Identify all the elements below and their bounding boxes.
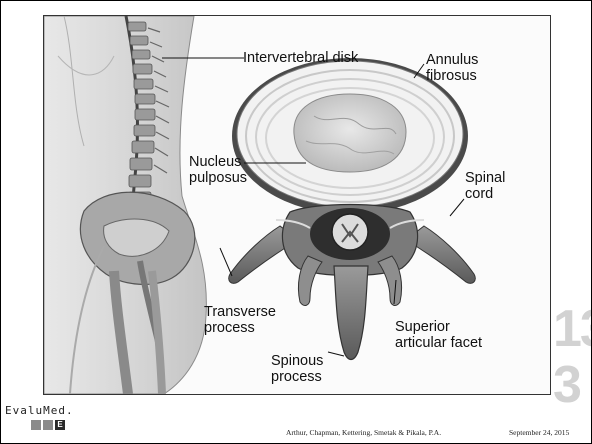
footer-date: September 24, 2015 [509, 428, 569, 437]
label-intervertebral-disk: Intervertebral disk [243, 50, 358, 66]
label-spinal-cord: Spinal cord [465, 170, 505, 202]
logo-text: EvaluMed. [5, 404, 74, 417]
logo-block [43, 420, 53, 430]
slide-number: 13 3 [553, 301, 592, 413]
label-annulus-fibrosus: Annulus fibrosus [426, 52, 478, 84]
label-transverse-process: Transverse process [204, 304, 276, 336]
footer-authors: Arthur, Chapman, Kettering, Smetak & Pik… [286, 428, 441, 437]
spine-anatomy-illustration: Intervertebral disk Annulus fibrosus Nuc… [43, 15, 551, 395]
logo-block-letter: E [55, 420, 65, 430]
nucleus-pulposus-shape [294, 94, 406, 172]
label-superior-articular-facet: Superior articular facet [395, 319, 482, 351]
label-spinous-process: Spinous process [271, 353, 323, 385]
label-nucleus-pulposus: Nucleus pulposus [189, 154, 247, 186]
logo-block [31, 420, 41, 430]
